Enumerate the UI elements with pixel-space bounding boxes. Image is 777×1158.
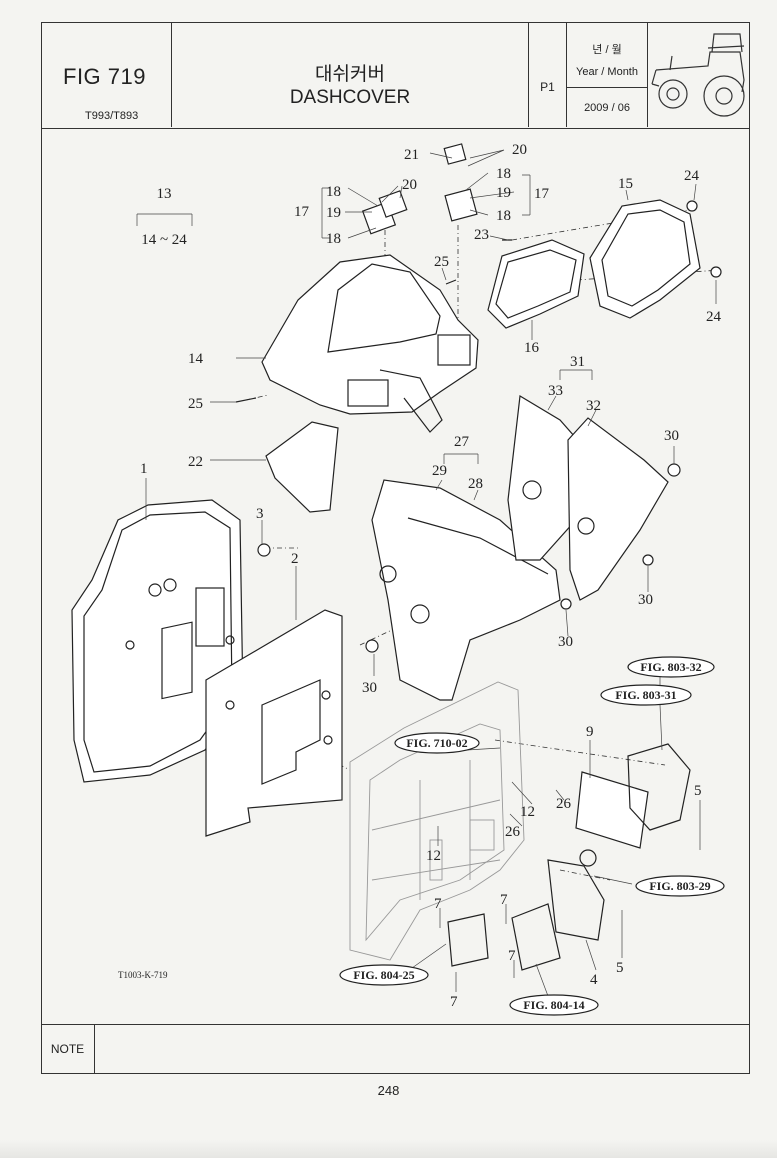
callout-17a: 17: [294, 204, 310, 220]
callout-14: 14: [188, 351, 204, 367]
title-korean: 대쉬커버: [315, 64, 385, 85]
callout-5a: 5: [694, 783, 702, 799]
fig-cell: FIG 719 T993/T893: [41, 22, 172, 127]
ref-fig-710-02: FIG. 710-02: [406, 736, 467, 750]
part-2-gasket: [205, 609, 343, 837]
callout-17b: 17: [534, 186, 550, 202]
ref-fig-804-25: FIG. 804-25: [353, 968, 414, 982]
part-22-duct: [265, 421, 339, 513]
note-row: NOTE: [41, 1024, 750, 1073]
date-cell: 년 / 월 Year / Month 2009 / 06: [567, 22, 648, 127]
callout-2: 2: [291, 551, 299, 567]
ref-fig-803-32: FIG. 803-32: [640, 660, 701, 674]
part-15-bezel: [589, 199, 701, 319]
callout-5b: 5: [616, 960, 624, 976]
year-month-english: Year / Month: [576, 66, 638, 78]
title-cell: 대쉬커버 DASHCOVER: [172, 22, 529, 127]
callout-28: 28: [468, 476, 483, 492]
callout-32: 32: [586, 398, 601, 414]
callout-23: 23: [474, 227, 489, 243]
callout-14-24: 14 ~ 24: [141, 232, 187, 248]
model-label: T993/T893: [85, 110, 139, 122]
callout-3: 3: [256, 506, 264, 522]
ref-fig-803-29: FIG. 803-29: [649, 879, 710, 893]
callout-24b: 24: [706, 309, 722, 325]
callout-25a: 25: [434, 254, 449, 270]
header-table: FIG 719 T993/T893 대쉬커버 DASHCOVER P1 년 / …: [41, 22, 750, 129]
callout-31: 31: [570, 354, 585, 370]
part-16-instrument-cluster: [487, 239, 585, 329]
callout-30c: 30: [558, 634, 573, 650]
callout-24a: 24: [684, 168, 700, 184]
ref-fig-804-14: FIG. 804-14: [523, 998, 584, 1012]
drawing-code: T1003-K-719: [118, 970, 168, 980]
callout-30a: 30: [664, 428, 679, 444]
callout-19a: 19: [326, 205, 341, 221]
fig-number: FIG 719: [63, 64, 146, 89]
callout-27: 27: [454, 434, 470, 450]
title-english: DASHCOVER: [289, 87, 411, 108]
callout-1: 1: [140, 461, 148, 477]
callout-7a: 7: [434, 896, 442, 912]
callout-21: 21: [404, 147, 419, 163]
callout-labels: 13 14 ~ 24 17 18 19 18 20 21 20 18 19 17…: [140, 142, 722, 1010]
callout-15: 15: [618, 176, 633, 192]
callout-9: 9: [586, 724, 594, 740]
tractor-icon: [651, 33, 745, 117]
figure-references: FIG. 803-32 FIG. 803-31 FIG. 710-02 FIG.…: [339, 656, 725, 1016]
fasteners: [235, 200, 722, 653]
callout-13: 13: [157, 186, 172, 202]
year-month-korean: 년 / 월: [592, 44, 622, 56]
callout-7b: 7: [500, 892, 508, 908]
callout-33: 33: [548, 383, 563, 399]
page-frame: [41, 22, 750, 1074]
callout-30d: 30: [362, 680, 377, 696]
callout-25b: 25: [188, 396, 203, 412]
page-code: P1: [540, 80, 555, 94]
callout-29: 29: [432, 463, 447, 479]
note-label: NOTE: [41, 1025, 95, 1073]
scan-edge: [0, 1140, 777, 1158]
date-value: 2009 / 06: [584, 102, 630, 114]
callout-16: 16: [524, 340, 540, 356]
controller-units: [447, 743, 691, 971]
callout-18d: 18: [496, 208, 511, 224]
callout-30b: 30: [638, 592, 653, 608]
part-14-upper-cover: [261, 254, 479, 433]
callout-18c: 18: [496, 166, 511, 182]
callout-18b: 18: [326, 231, 341, 247]
date-divider: [567, 87, 647, 88]
callout-19b: 19: [496, 185, 511, 201]
part-31-side-covers: [507, 395, 669, 601]
callout-20a: 20: [402, 177, 417, 193]
page-number: 248: [377, 1083, 400, 1098]
thumbnail-cell: [648, 22, 750, 127]
callout-26a: 26: [556, 796, 572, 812]
callout-12a: 12: [520, 804, 535, 820]
page-code-cell: P1: [529, 22, 567, 127]
callout-20b: 20: [512, 142, 527, 158]
ref-fig-803-31: FIG. 803-31: [615, 688, 676, 702]
callout-26b: 26: [505, 824, 521, 840]
callout-12b: 12: [426, 848, 441, 864]
callout-7c: 7: [508, 948, 516, 964]
leader-lines: [136, 149, 717, 997]
dash-frame: [349, 681, 525, 961]
callout-4: 4: [590, 972, 598, 988]
switch-panel-right: [443, 143, 478, 222]
callout-7d: 7: [450, 994, 458, 1010]
callout-22: 22: [188, 454, 203, 470]
callout-18a: 18: [326, 184, 341, 200]
